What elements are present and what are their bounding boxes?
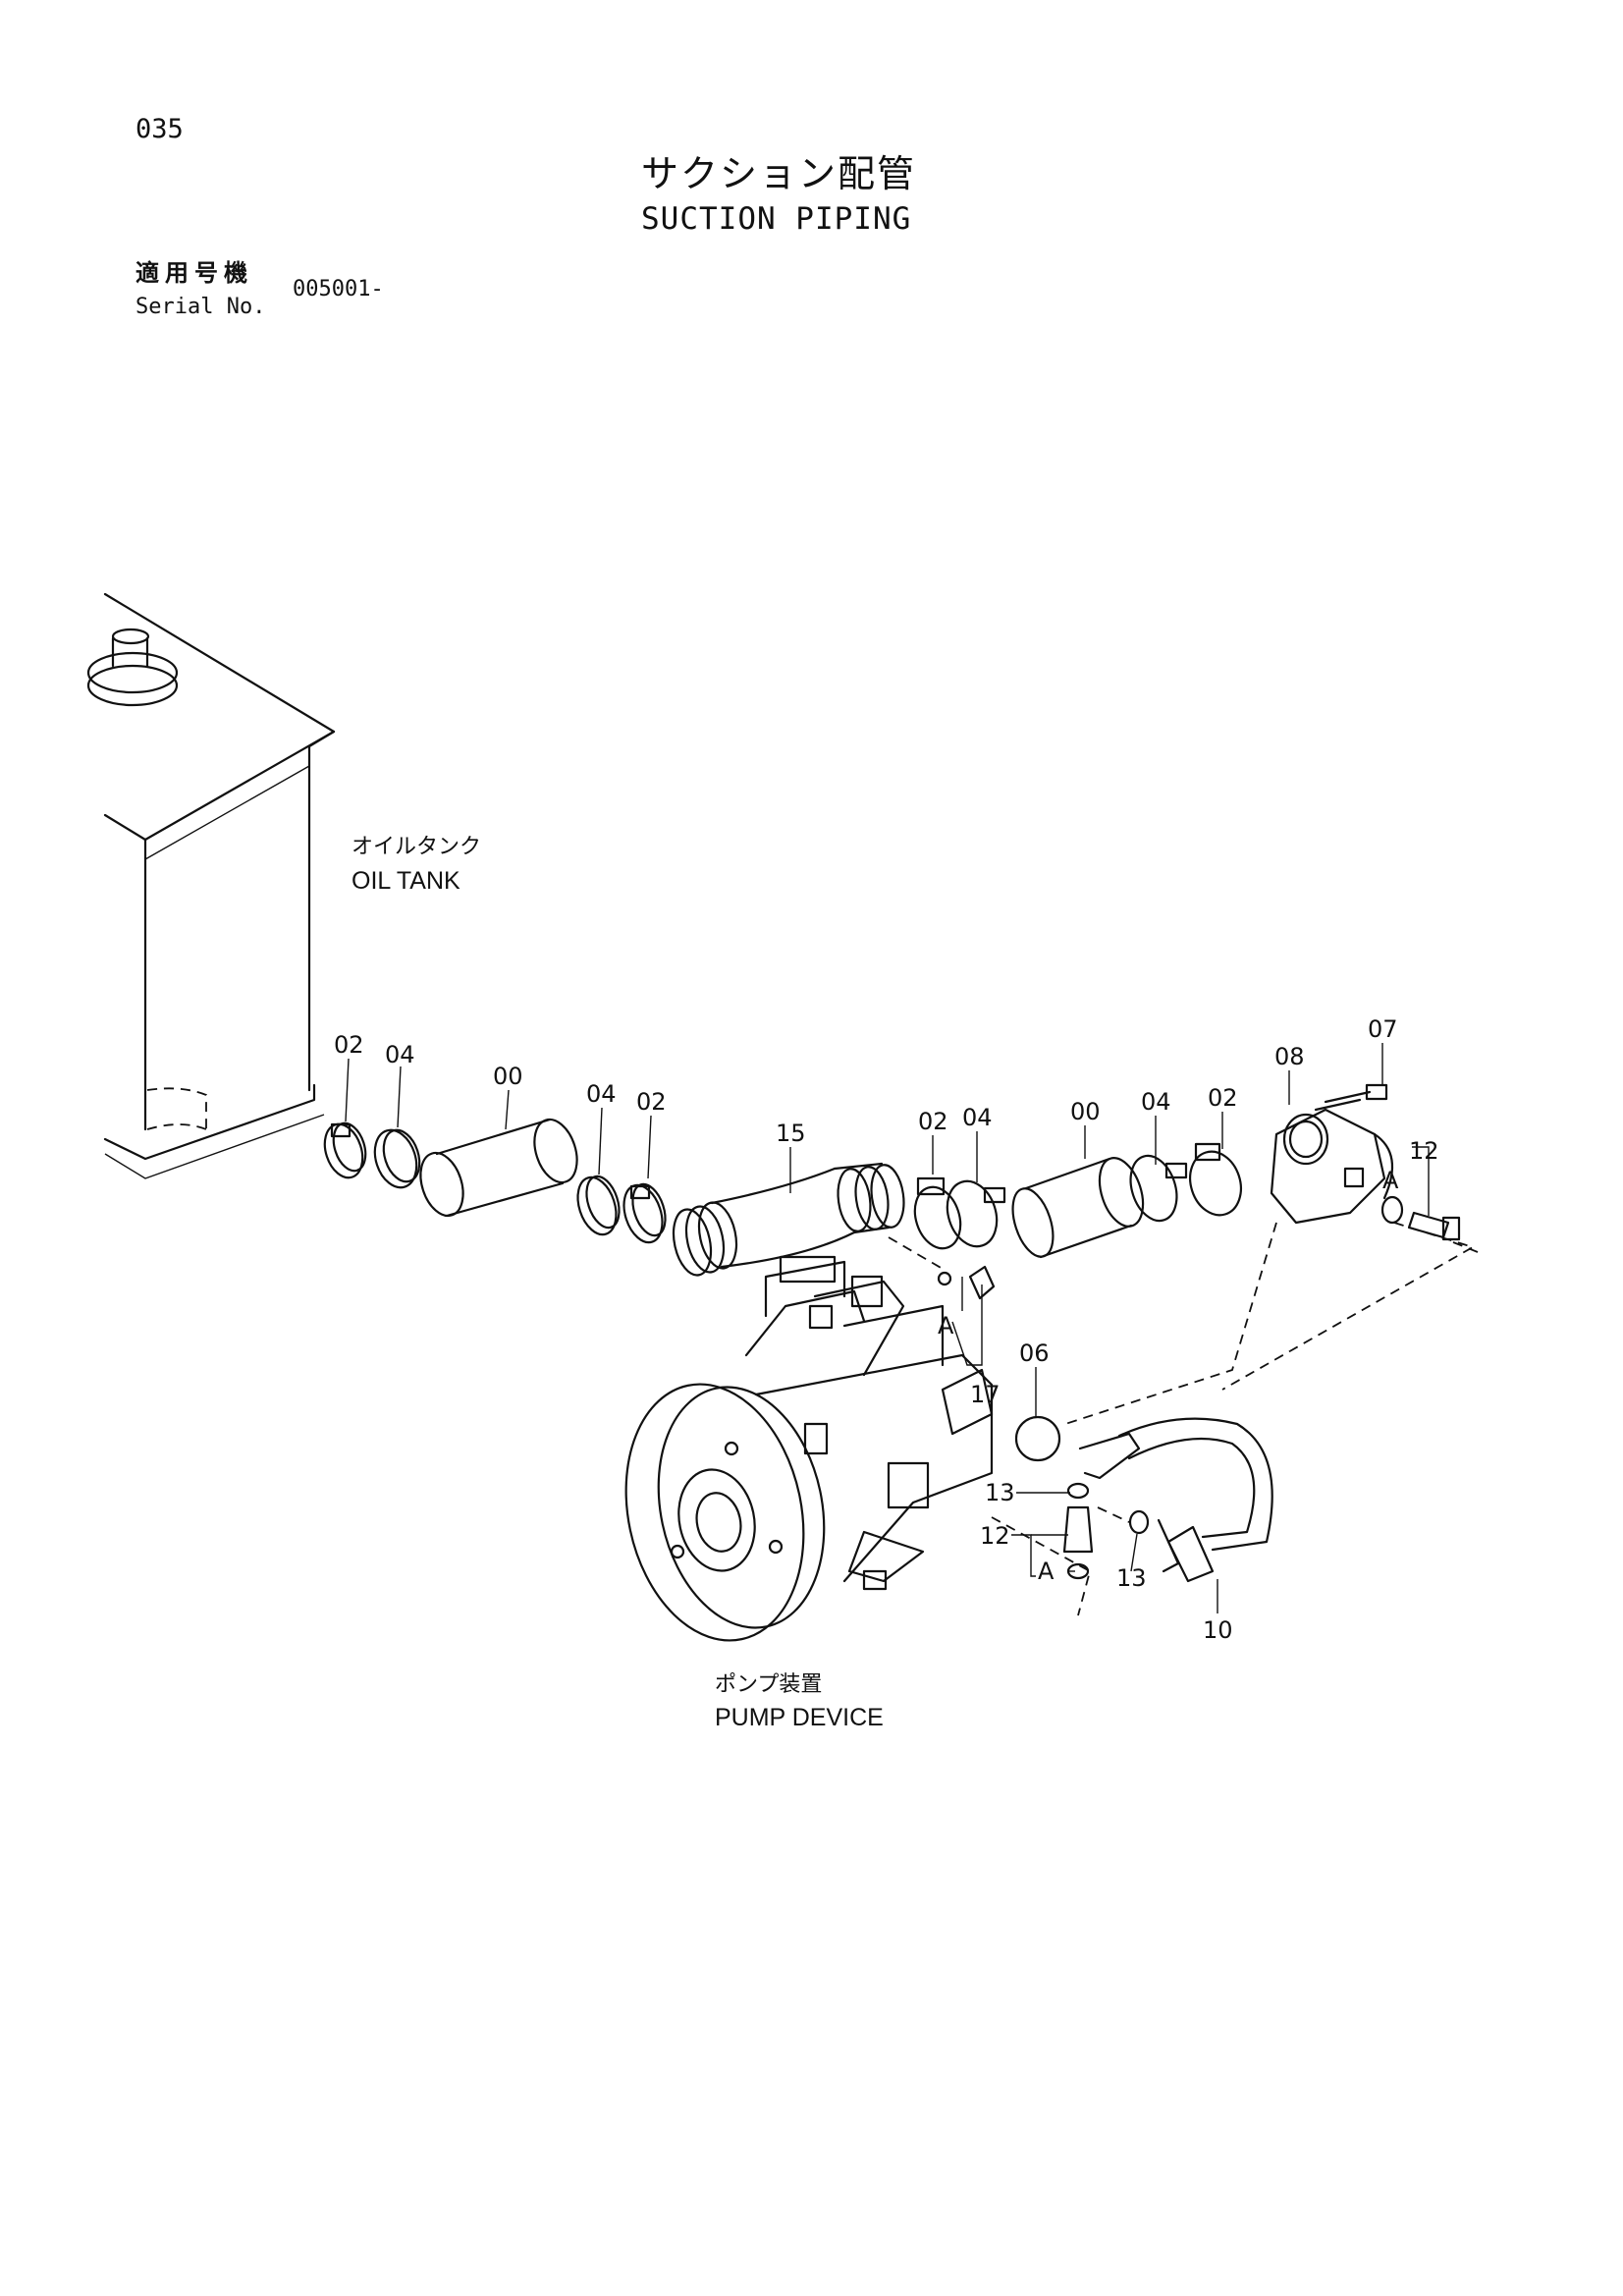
callout-label: 04 <box>586 1080 617 1108</box>
suction-pipe-15 <box>672 1162 905 1277</box>
callout-label: 02 <box>334 1031 364 1059</box>
left-hose-assembly <box>323 1118 667 1244</box>
callout-label: 12 <box>1409 1137 1439 1165</box>
callout-label: 04 <box>962 1104 993 1131</box>
oil-tank-label-jp: オイルタンク <box>352 835 482 859</box>
page-title-en: SUCTION PIPING <box>641 201 912 237</box>
callout-labels: 02 04 00 04 02 15 02 04 00 04 02 08 07 1… <box>334 1015 1439 1644</box>
page-number: 035 <box>135 114 184 144</box>
pump-device-label-en: PUMP DEVICE <box>715 1704 884 1731</box>
callout-label: 17 <box>970 1381 1001 1408</box>
callout-label: 07 <box>1368 1015 1398 1043</box>
callout-label: 06 <box>1019 1339 1050 1367</box>
callout-label: 02 <box>918 1108 948 1135</box>
callout-label: 08 <box>1274 1043 1305 1070</box>
callout-label: A <box>1038 1558 1055 1585</box>
callout-label: 04 <box>1141 1088 1171 1116</box>
drain-pipe-10 <box>937 1265 1273 1583</box>
oil-tank-drawing <box>86 592 336 1179</box>
pump-device-label-jp: ポンプ装置 <box>715 1672 823 1697</box>
callout-label: 02 <box>636 1088 667 1116</box>
callout-label: A <box>938 1312 954 1339</box>
serial-value: 005001- <box>293 277 384 301</box>
serial-label-en: Serial No. <box>135 295 266 319</box>
pump-device-drawing <box>624 1255 994 1642</box>
callout-label: 00 <box>1070 1098 1101 1125</box>
callout-label: A <box>1382 1167 1399 1194</box>
page-title-jp: サクション配管 <box>641 152 917 195</box>
callout-label: 15 <box>776 1120 806 1147</box>
callout-label: 04 <box>385 1041 415 1068</box>
callout-label: 00 <box>493 1063 523 1090</box>
oil-tank-label-en: OIL TANK <box>352 867 460 895</box>
callout-label: 13 <box>985 1479 1015 1506</box>
right-hose-assembly <box>913 1142 1242 1259</box>
serial-label-jp: 適用号機 <box>135 259 253 287</box>
callout-leaders <box>345 1043 1430 1613</box>
callout-label: 10 <box>1203 1616 1233 1644</box>
callout-label: 12 <box>980 1522 1010 1550</box>
callout-label: 02 <box>1208 1084 1238 1112</box>
